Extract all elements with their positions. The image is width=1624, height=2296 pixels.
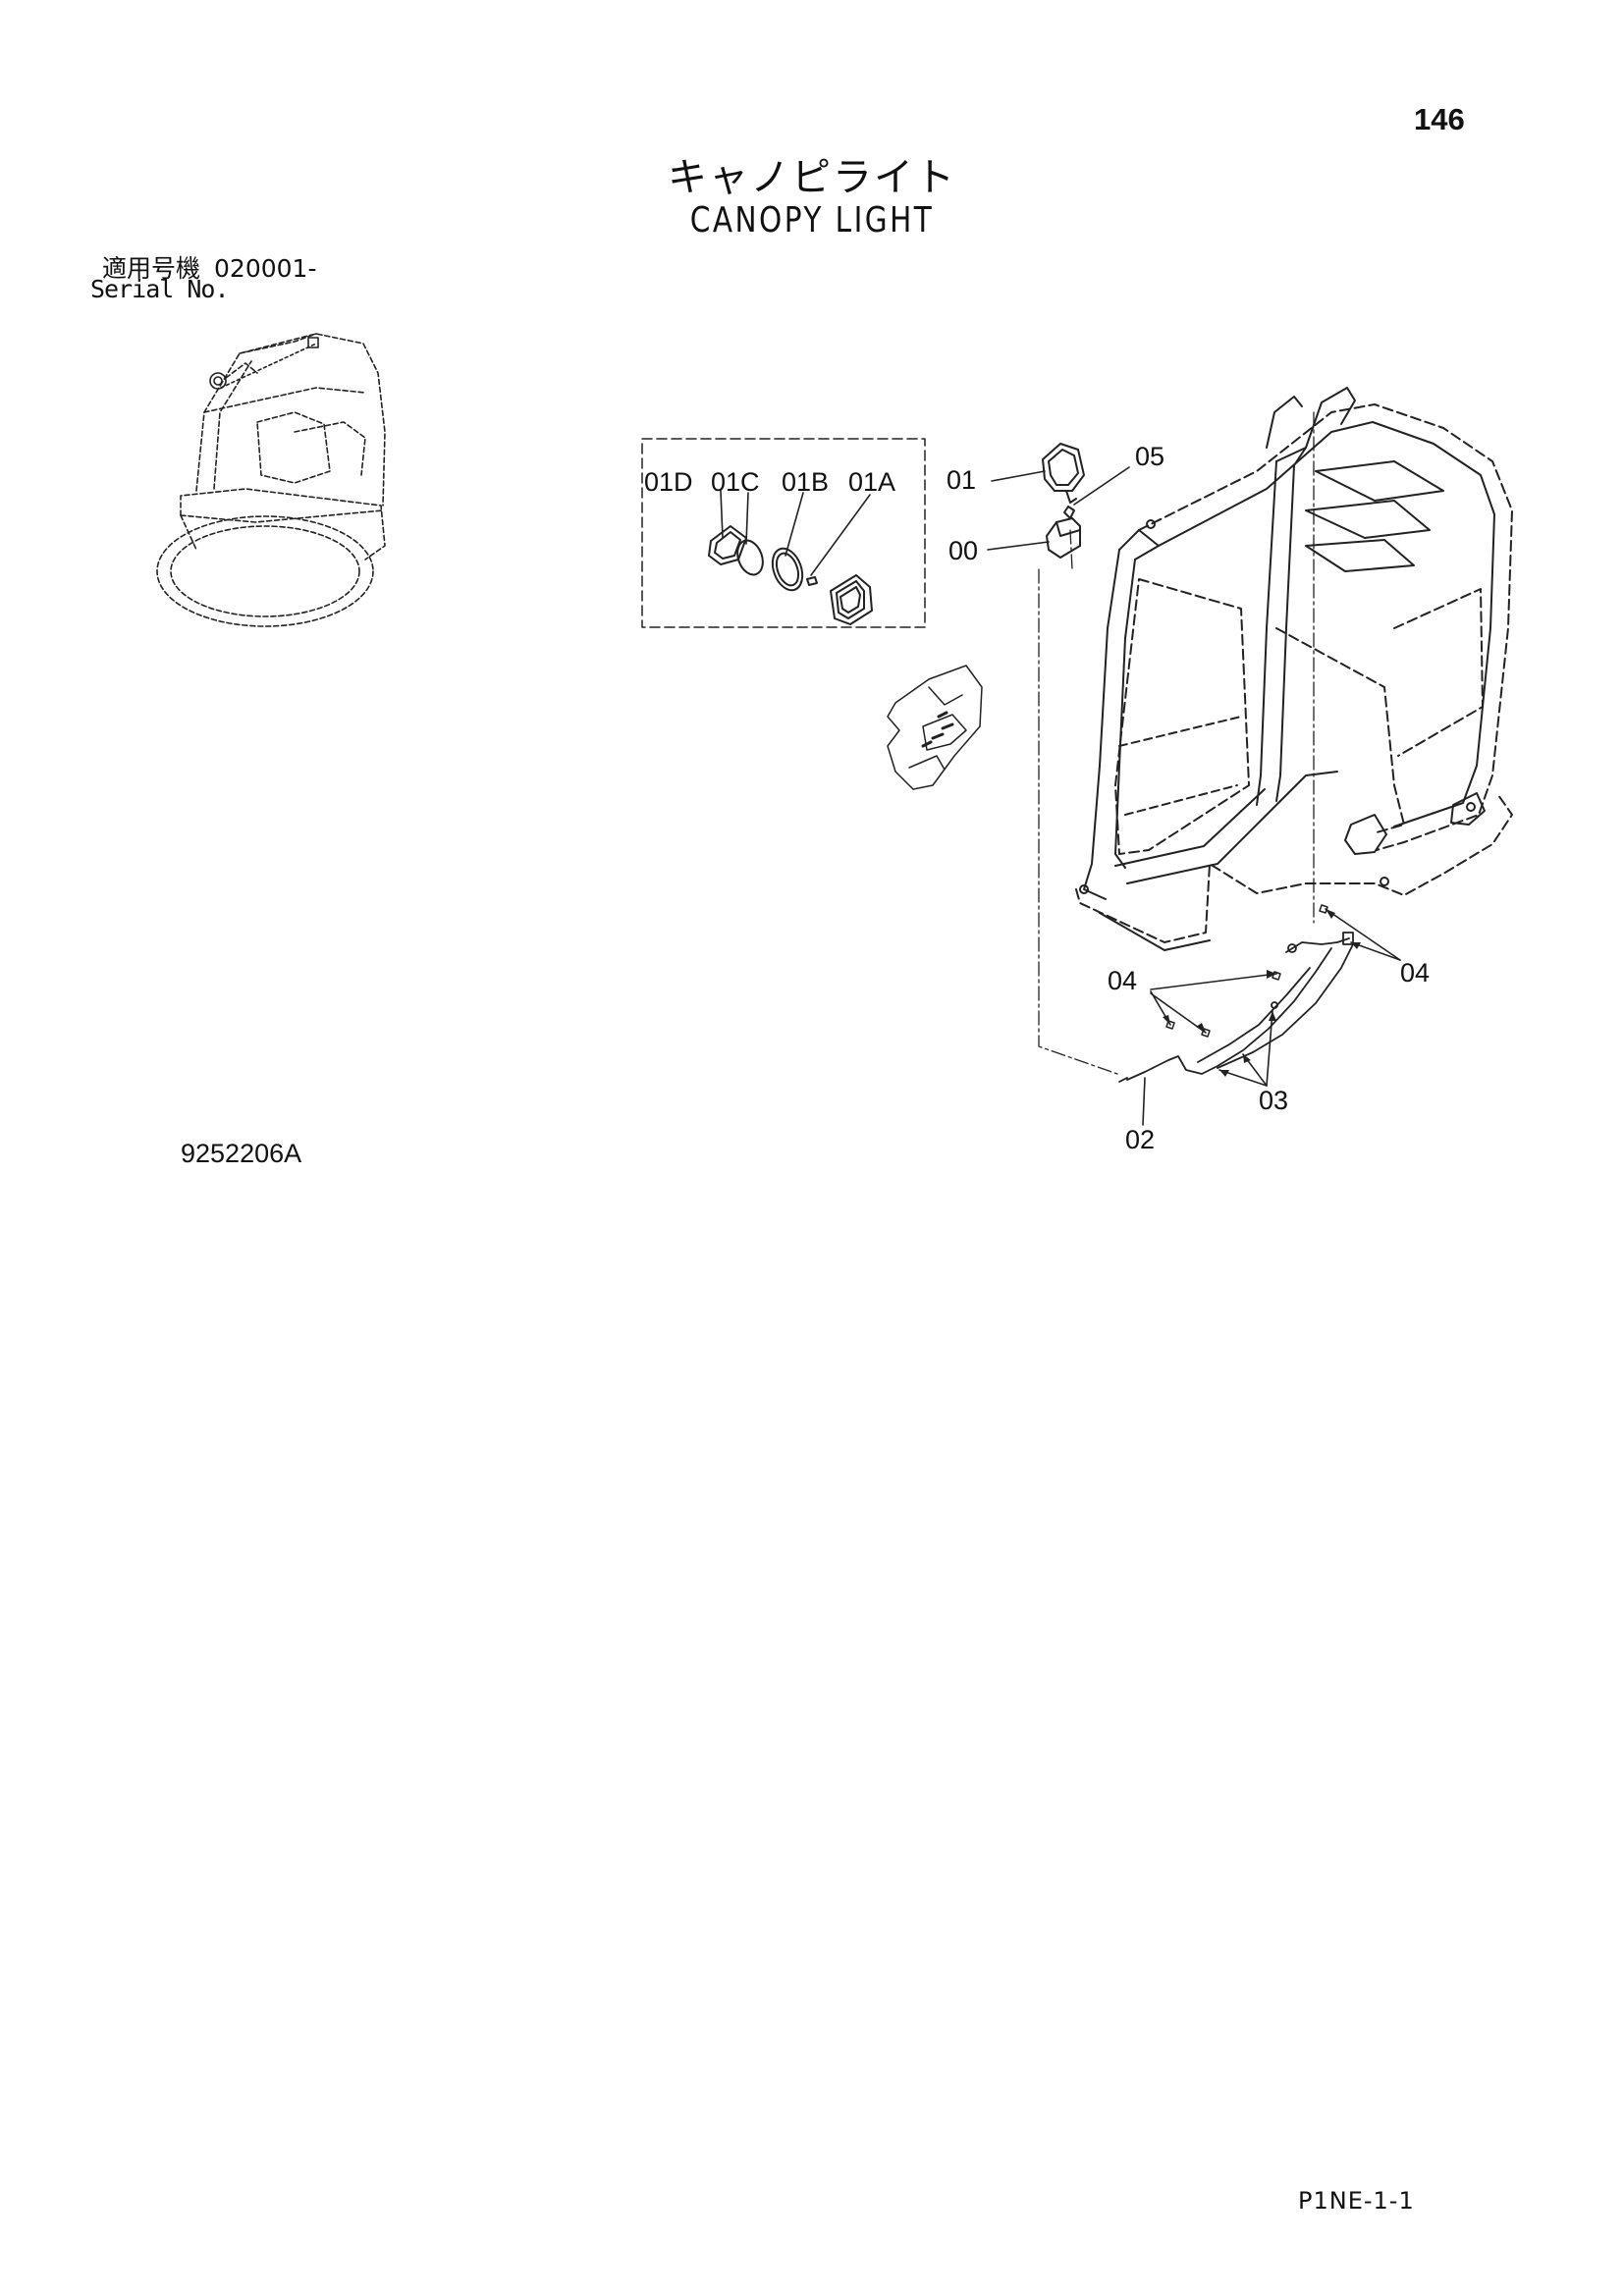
part-00-bracket — [1046, 517, 1081, 559]
part-02-03-harness — [1118, 932, 1354, 1083]
part-01A-pin — [806, 576, 818, 586]
part-label-01A: 01A — [848, 467, 896, 497]
part-label-04-left: 04 — [1108, 966, 1138, 995]
leader-arrowheads — [1163, 909, 1361, 1077]
front-direction-arrow-icon — [887, 665, 983, 790]
part-label-01B: 01B — [782, 467, 830, 497]
part-04-clips — [1165, 904, 1328, 1038]
serial-number-value: 020001- — [214, 254, 317, 283]
page-code: P1NE-1-1 — [1298, 2187, 1415, 2215]
assembly-guide-lines — [1038, 411, 1315, 1075]
part-01B-ring — [771, 547, 804, 592]
part-label-04-right: 04 — [1400, 958, 1431, 988]
part-label-01C: 01C — [711, 467, 760, 497]
part-label-03: 03 — [1259, 1086, 1289, 1115]
part-label-00: 00 — [948, 536, 979, 565]
part-label-01D: 01D — [644, 467, 693, 497]
light-exploded-detail-box — [641, 438, 926, 628]
serial-label-jp-text: 適用号機 — [102, 254, 201, 283]
page-number: 146 — [1414, 102, 1465, 136]
page-title-japanese: キャノピライト — [668, 155, 956, 200]
part-label-02: 02 — [1125, 1125, 1156, 1154]
serial-label-japanese: 適用号機 020001- — [102, 249, 316, 285]
part-01D-bezel — [708, 525, 747, 565]
page-title-english: CANOPY LIGHT — [689, 200, 935, 240]
lamp-body-drawing — [830, 574, 873, 625]
part-01-canopy-light — [1042, 443, 1085, 504]
serial-label-english: Serial No. — [90, 275, 230, 303]
drawing-number: 9252206A — [181, 1139, 302, 1168]
canopy-frame-drawing — [1075, 387, 1513, 951]
part-label-05: 05 — [1135, 442, 1165, 471]
overview-machine-drawing — [156, 333, 386, 627]
part-05-screw — [1063, 506, 1075, 519]
part-label-01: 01 — [947, 465, 977, 495]
part-01C-gasket — [736, 539, 764, 576]
leader-lines — [720, 466, 1401, 1126]
